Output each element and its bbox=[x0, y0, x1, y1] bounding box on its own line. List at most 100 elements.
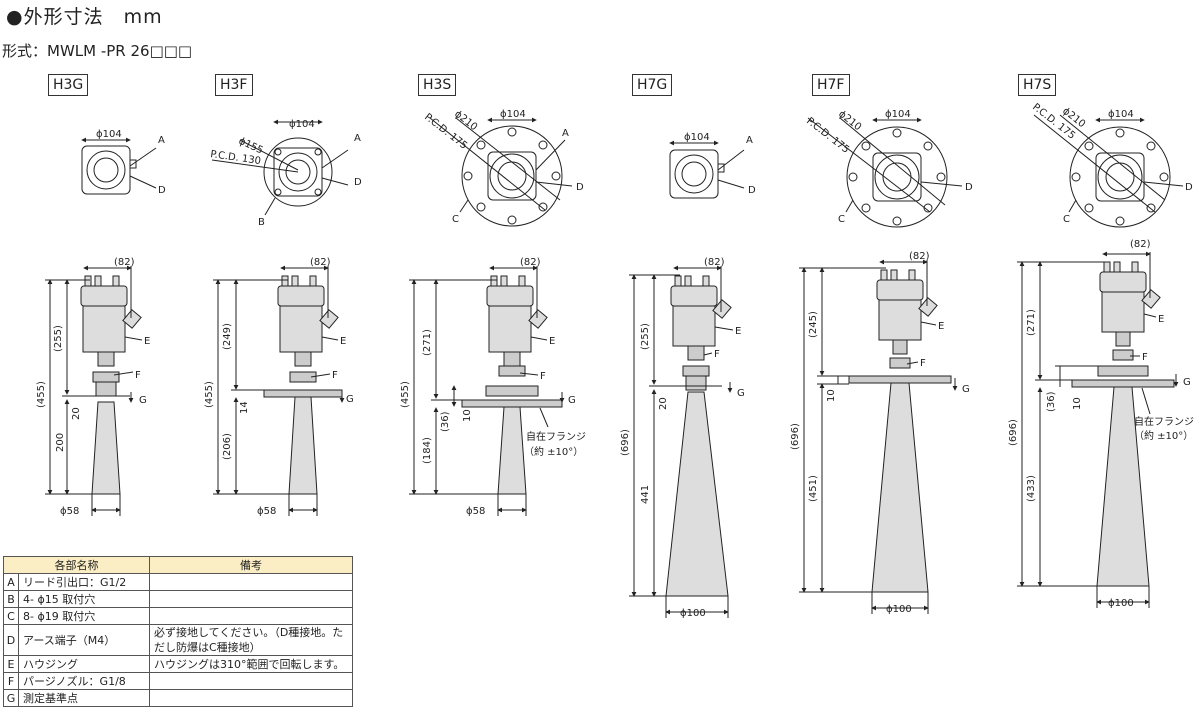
h7s-dia-label: ϕ104 bbox=[1108, 109, 1134, 120]
side-view-h3s bbox=[409, 265, 565, 516]
h7s-g-label: G bbox=[1183, 377, 1191, 388]
h7g-255-label: (255) bbox=[640, 323, 651, 350]
h3s-271-label: (271) bbox=[422, 329, 433, 356]
header-remarks: 備考 bbox=[149, 556, 353, 574]
row-key: G bbox=[3, 689, 19, 707]
variant-label-h7s: H7S bbox=[1018, 74, 1057, 96]
side-view-h3g bbox=[45, 265, 143, 516]
h3g-dia-label: ϕ104 bbox=[96, 129, 122, 140]
header-part-name: 各部名称 bbox=[3, 556, 150, 574]
h3g-d-label: D bbox=[158, 185, 166, 196]
row-note bbox=[149, 573, 353, 591]
variant-label-h3f: H3F bbox=[215, 74, 253, 96]
row-note: 必ず接地してください。（D種接地。ただし防爆はC種接地） bbox=[149, 624, 353, 656]
h3f-dia-label: ϕ104 bbox=[289, 119, 315, 130]
h3s-455-label: (455) bbox=[400, 381, 411, 408]
h7s-36-label: (36) bbox=[1046, 391, 1057, 412]
h3g-200-label: 200 bbox=[55, 433, 66, 452]
top-view-h7g bbox=[669, 140, 745, 199]
h3s-g-label: G bbox=[568, 395, 576, 406]
h3f-e-label: E bbox=[340, 336, 346, 347]
h3g-82-label: (82) bbox=[114, 257, 135, 268]
top-view-h7s bbox=[1033, 114, 1184, 228]
row-name: リード引出口：G1/2 bbox=[18, 573, 150, 591]
h7f-dia-label: ϕ104 bbox=[885, 109, 911, 120]
top-view-h3s bbox=[429, 117, 573, 227]
h3g-a-label: A bbox=[158, 135, 165, 146]
model-code: 形式：MWLM -PR 26□□□ bbox=[2, 42, 193, 60]
h3f-a-label: A bbox=[354, 133, 361, 144]
row-note bbox=[149, 672, 353, 690]
h7f-f-label: F bbox=[920, 358, 926, 369]
row-name: 4- ϕ15 取付穴 bbox=[18, 590, 150, 608]
side-view-h7g bbox=[629, 265, 734, 618]
row-key: D bbox=[3, 624, 19, 656]
h7s-100-label: ϕ100 bbox=[1108, 598, 1134, 609]
h7f-82-label: (82) bbox=[909, 251, 930, 262]
h3f-455-label: (455) bbox=[204, 381, 215, 408]
top-view-h3g bbox=[81, 137, 157, 195]
table-row: B 4- ϕ15 取付穴 bbox=[3, 590, 353, 608]
h3s-dia-label: ϕ104 bbox=[500, 109, 526, 120]
row-note bbox=[149, 689, 353, 707]
h3s-flange-angle-label: （約 ±10°） bbox=[524, 445, 583, 458]
h7f-451-label: (451) bbox=[808, 475, 819, 502]
variant-label-h7f: H7F bbox=[812, 74, 850, 96]
h3f-f-label: F bbox=[332, 370, 338, 381]
row-name: ハウジング bbox=[18, 655, 150, 673]
h7f-100-label: ϕ100 bbox=[886, 604, 912, 615]
table-row: D アース端子（M4） 必ず接地してください。（D種接地。ただし防爆はC種接地） bbox=[3, 624, 353, 656]
h3f-d-label: D bbox=[354, 177, 362, 188]
h3g-58-label: ϕ58 bbox=[60, 506, 79, 517]
h3f-206-label: (206) bbox=[222, 433, 233, 460]
h7f-245-label: (245) bbox=[808, 311, 819, 338]
side-view-h7f bbox=[799, 259, 958, 614]
side-view-h7s bbox=[1017, 251, 1179, 608]
h3g-f-label: F bbox=[135, 370, 141, 381]
row-name: アース端子（M4） bbox=[18, 624, 150, 656]
h3s-f-label: F bbox=[540, 371, 546, 382]
h7s-433-label: (433) bbox=[1026, 475, 1037, 502]
row-key: A bbox=[3, 573, 19, 591]
row-note bbox=[149, 607, 353, 625]
h7s-696-label: (696) bbox=[1008, 419, 1019, 446]
h7s-10-label: 10 bbox=[1072, 397, 1083, 410]
h7s-f-label: F bbox=[1142, 352, 1148, 363]
table-row: C 8- ϕ19 取付穴 bbox=[3, 607, 353, 625]
h3s-36-label: (36) bbox=[440, 411, 451, 432]
h7s-e-label: E bbox=[1158, 314, 1164, 325]
h3s-e-label: E bbox=[549, 336, 555, 347]
h3g-455-label: (455) bbox=[36, 381, 47, 408]
h3s-10-label: 10 bbox=[462, 409, 473, 422]
h3g-e-label: E bbox=[144, 336, 150, 347]
top-view-h3f bbox=[211, 119, 349, 216]
table-row: A リード引出口：G1/2 bbox=[3, 573, 353, 591]
h7s-flange-angle-label: （約 ±10°） bbox=[1134, 429, 1193, 442]
side-view-h3f bbox=[213, 265, 345, 516]
table-row: E ハウジング ハウジングは310°範囲で回転します。 bbox=[3, 655, 353, 673]
table-row: F パージノズル：G1/8 bbox=[3, 672, 353, 690]
h7g-dia-label: ϕ104 bbox=[684, 132, 710, 143]
row-key: F bbox=[3, 672, 19, 690]
h7s-271-label: (271) bbox=[1026, 309, 1037, 336]
table-row: G 測定基準点 bbox=[3, 689, 353, 707]
h3f-14-label: 14 bbox=[239, 401, 250, 414]
h7g-441-label: 441 bbox=[640, 485, 651, 504]
page-title: ●外形寸法 mm bbox=[6, 6, 163, 28]
h7f-d-label: D bbox=[965, 182, 973, 193]
h7f-696-label: (696) bbox=[790, 423, 801, 450]
h7f-e-label: E bbox=[938, 321, 944, 332]
h7f-dia210-label: ϕ210 bbox=[836, 109, 863, 133]
row-key: B bbox=[3, 590, 19, 608]
row-note: ハウジングは310°範囲で回転します。 bbox=[149, 655, 353, 673]
h3s-58-label: ϕ58 bbox=[466, 506, 485, 517]
h3g-255-label: (255) bbox=[53, 325, 64, 352]
h7g-20-label: 20 bbox=[658, 397, 669, 410]
h3s-d-label: D bbox=[576, 182, 584, 193]
h3s-184-label: (184) bbox=[422, 437, 433, 464]
h7f-g-label: G bbox=[962, 384, 970, 395]
h3s-82-label: (82) bbox=[520, 257, 541, 268]
h7g-e-label: E bbox=[735, 326, 741, 337]
row-key: C bbox=[3, 607, 19, 625]
